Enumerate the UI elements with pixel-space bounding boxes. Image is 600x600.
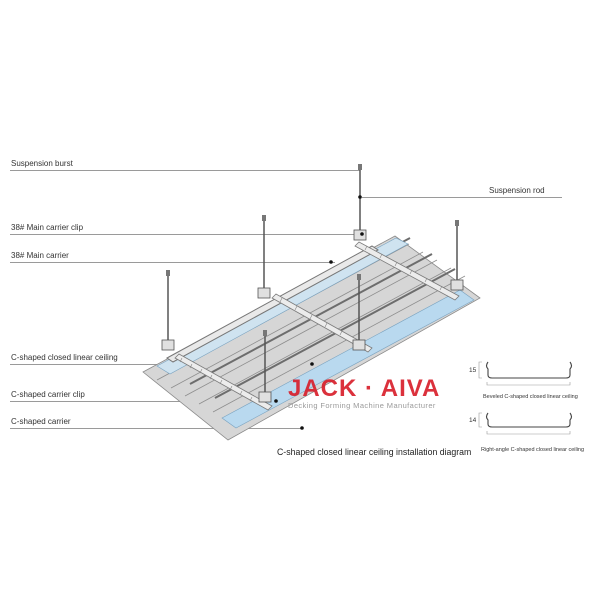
label-main-carrier: 38# Main carrier [11, 251, 69, 260]
leader-main-carrier [10, 262, 335, 263]
label-carrier: C-shaped carrier [11, 417, 71, 426]
leader-carrier-clip [10, 401, 282, 402]
right-angle-profile-shape [485, 412, 573, 428]
profile-1-name: Beveled C-shaped closed linear ceiling [483, 394, 578, 400]
diagram-caption: C-shaped closed linear ceiling installat… [277, 447, 472, 458]
leader-suspension-rod [362, 197, 562, 198]
label-main-carrier-clip: 38# Main carrier clip [11, 223, 84, 232]
label-suspension-rod: Suspension rod [489, 186, 545, 195]
beveled-profile-shape [485, 361, 573, 379]
label-suspension-burst: Suspension burst [11, 159, 73, 168]
leader-main-carrier-clip [10, 234, 355, 235]
carrier-1 [174, 353, 273, 411]
brand-watermark: JACK · AIVA [288, 375, 441, 402]
label-closed-linear-ceiling: C-shaped closed linear ceiling [11, 353, 118, 362]
profile-1-dimension: 15 [469, 367, 477, 374]
leader-suspension-burst [10, 170, 360, 171]
main-carrier-1 [166, 245, 379, 363]
label-carrier-clip: C-shaped carrier clip [11, 390, 85, 399]
highlighted-panel [221, 289, 475, 429]
leader-carrier [10, 428, 302, 429]
brand-tagline: Decking Forming Machine Manufacturer [288, 401, 436, 410]
profile-2-name: Right-angle C-shaped closed linear ceili… [481, 447, 585, 453]
profile-2-dimension: 14 [469, 417, 477, 424]
carrier-2 [271, 293, 373, 353]
